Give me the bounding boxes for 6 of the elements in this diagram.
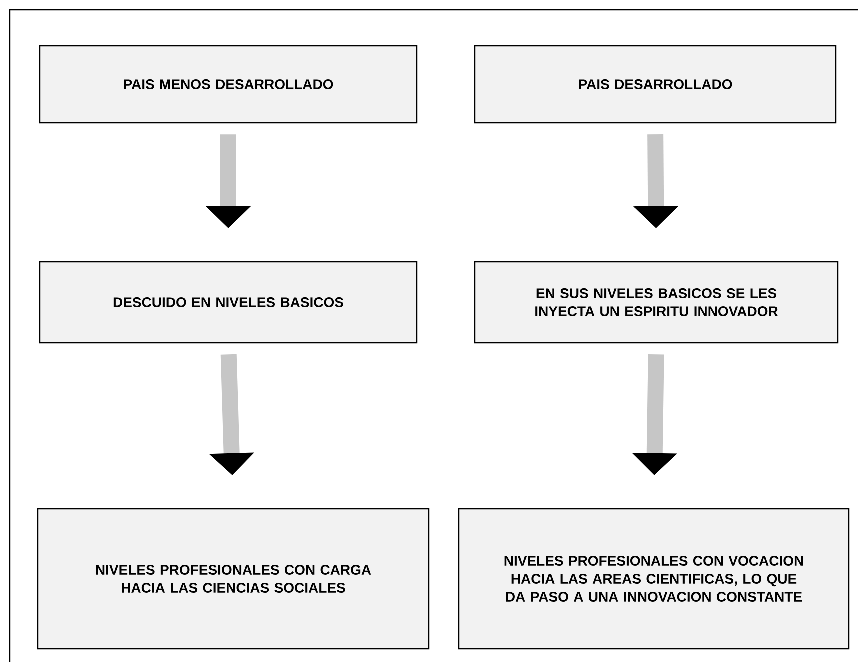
text-box: NIVELES PROFESIONALES CON VOCACION HACIA LAS AREAS CIENTIFICAS, LO QUE DA PASO A UNA INNOVACION CONSTANTE (458, 508, 850, 650)
text-box: PAIS DESARROLLADO (474, 45, 837, 124)
text-box: PAIS MENOS DESARROLLADO (39, 45, 418, 124)
text-box: NIVELES PROFESIONALES CON CARGA HACIA LAS CIENCIAS SOCIALES (37, 508, 430, 650)
text-box: EN SUS NIVELES BASICOS SE LES INYECTA UN ESPIRITU INNOVADOR (474, 261, 839, 344)
text-box: DESCUIDO EN NIVELES BASICOS (39, 261, 418, 344)
